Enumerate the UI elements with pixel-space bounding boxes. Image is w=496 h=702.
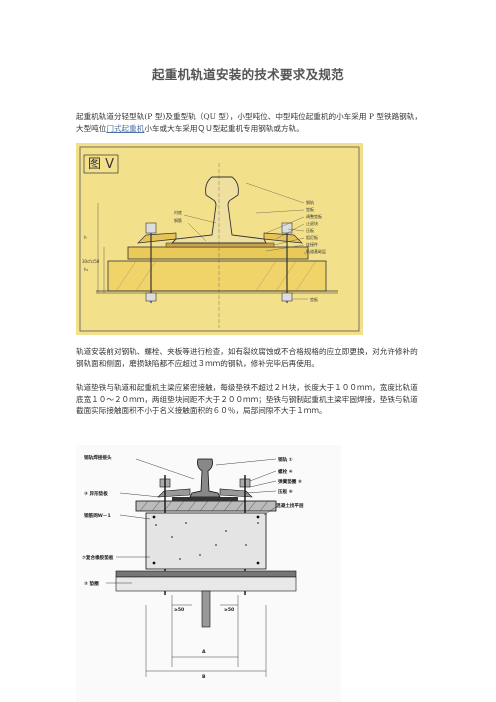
callout-leveling-layer: 混凝土找平层	[276, 502, 304, 509]
page-title: 起重机轨道安装的技术要求及规范	[151, 67, 344, 82]
callout-special-pad: ③ 异形垫板	[84, 490, 108, 497]
intro-text-before: 起重机轨道分轻型轨(P 型)及重型轨（QU 型），小型吨位、中型吨位起重机的小车…	[76, 112, 422, 133]
label-rebar: 钢筋	[174, 217, 182, 223]
beam-flange	[115, 570, 297, 578]
paragraph-intro: 起重机轨道分轻型轨(P 型)及重型轨（QU 型），小型吨位、中型吨位起重机的小车…	[76, 111, 422, 134]
concrete-base	[107, 260, 327, 292]
callout-washer: ② 垫圈	[84, 580, 99, 587]
intro-text-after: 小车或大车采用ＱＵ型起重机专用钢轨或方轨。	[144, 123, 304, 133]
label-rail: 钢轨	[306, 199, 314, 205]
rubber-pad-strip	[172, 497, 238, 501]
dim-right-50: ≥50	[224, 607, 234, 613]
label-pad: 垫板	[306, 206, 314, 212]
callout-spring-washer: 弹簧垫圈 ⑤	[278, 478, 302, 485]
rail-profile	[170, 176, 267, 244]
dim-h: h	[84, 235, 87, 240]
dim-spec: 30cfc/50	[82, 259, 100, 264]
label-connector: 连接件	[306, 241, 318, 247]
callout-pressure-plate: 压板 ⑥	[278, 488, 293, 495]
dim-a: A	[202, 649, 206, 655]
label-clamp: 压板	[306, 227, 314, 233]
dim-left-50: ≥50	[174, 607, 184, 613]
paragraph-inspection: 轨道安装前对钢轨、螺栓、夹板等进行检查，如有裂纹腐蚀或不合格规格的应立即更换，对…	[76, 347, 418, 368]
callout-bolt: 螺栓 ④	[278, 468, 293, 475]
label-adjust-pad: 调整垫板	[306, 213, 322, 219]
concrete-block	[145, 512, 267, 570]
rubber-pad	[165, 242, 275, 248]
label-base-layer: 轨道基础层	[306, 248, 326, 254]
gantry-crane-link[interactable]: 门式起重机	[106, 123, 145, 133]
dim-b: B	[202, 674, 206, 680]
label-damper: 阻尼板	[306, 234, 318, 240]
left-clamp	[137, 232, 177, 244]
figure-tag: 图 V	[88, 157, 114, 172]
right-bolt	[281, 222, 293, 303]
callout-rubber-pad: ⑦复合橡胶垫板	[82, 554, 114, 561]
callout-weld-joint: 钢轨焊接接头	[84, 454, 112, 461]
beam-web	[201, 590, 211, 628]
rail-section	[189, 458, 221, 498]
rail-section-figure: 图 V	[76, 143, 363, 335]
callout-rail: 钢轨 ①	[278, 456, 293, 463]
label-lining: 衬底	[174, 209, 182, 215]
callout-rebar-mesh: 钢筋网W－1	[84, 512, 111, 519]
left-pressure-plate	[157, 488, 191, 498]
label-bottom-pad: 垫板	[310, 296, 318, 302]
dim-h1: h₁	[84, 267, 89, 272]
left-bolt	[145, 222, 157, 303]
rail-installation-drawing: ≥50 ≥50 A B 钢轨焊接接头 ③ 异形垫板 钢筋网W－1 ⑦复合橡胶垫板…	[76, 445, 341, 702]
label-stop-block: 止退块	[306, 220, 318, 226]
right-clamp	[263, 232, 303, 244]
paragraph-shim: 轨道垫铁与轨道和起重机主梁应紧密接触，每级垫铁不超过２Ｈ块，长度大于１００ｍｍ，…	[76, 383, 418, 415]
